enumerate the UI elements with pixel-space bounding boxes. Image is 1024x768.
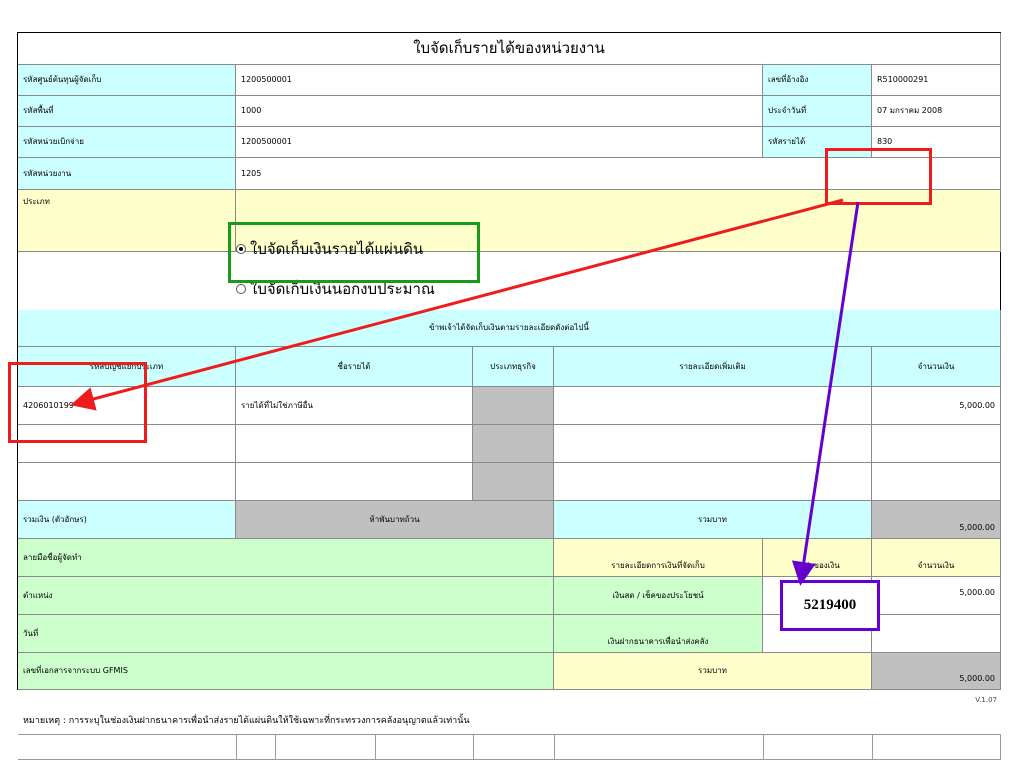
cash-amount[interactable]: 5,000.00 <box>872 577 1001 615</box>
col-more-detail: รายละเอียดเพิ่มเติม <box>554 347 872 387</box>
row2-more-detail[interactable] <box>554 425 872 463</box>
radio-unselected-icon[interactable] <box>236 284 246 294</box>
cost-center-value[interactable]: 1200500001 <box>236 65 763 96</box>
source-fund-callout: 5219400 <box>780 580 880 631</box>
form-title: ใบจัดเก็บรายได้ของหน่วยงาน <box>18 33 1001 65</box>
total-baht-label: รวมบาท <box>554 501 872 539</box>
unit-value[interactable]: 1205 <box>236 158 1001 190</box>
total-text-value: ห้าพันบาทถ้วน <box>236 501 554 539</box>
row1-more-detail[interactable] <box>554 387 872 425</box>
col-business-type: ประเภทธุรกิจ <box>473 347 554 387</box>
revenue-code-value[interactable]: 830 <box>872 127 1001 158</box>
cost-center-label: รหัสศูนย์ต้นทุนผู้จัดเก็บ <box>18 65 236 96</box>
area-value[interactable]: 1000 <box>236 96 763 127</box>
grand-total-value: 5,000.00 <box>872 653 1001 690</box>
type-label: ประเภท <box>18 190 236 252</box>
date2-label: วันที่ <box>18 615 554 653</box>
unit-label: รหัสหน่วยงาน <box>18 158 236 190</box>
row2-business-type <box>473 425 554 463</box>
version-label: V.1.07 <box>975 695 997 704</box>
row1-business-type <box>473 387 554 425</box>
total-text-label: รวมเงิน (ตัวอักษร) <box>18 501 236 539</box>
row2-revenue-name[interactable] <box>236 425 473 463</box>
bottom-grid-bottom <box>18 759 1001 760</box>
row3-business-type <box>473 463 554 501</box>
row1-account-code[interactable]: 4206010199 <box>18 387 236 425</box>
signer-label: ลายมือชื่อผู้จัดทำ <box>18 539 554 577</box>
area-label: รหัสพื้นที่ <box>18 96 236 127</box>
disburse-unit-label: รหัสหน่วยเบิกจ่าย <box>18 127 236 158</box>
revenue-code-label: รหัสรายได้ <box>763 127 872 158</box>
gfmis-label: เลขที่เอกสารจากระบบ GFMIS <box>18 653 554 690</box>
ref-no-label: เลขที่อ้างอิง <box>763 65 872 96</box>
highlight-revenue-code <box>825 148 932 205</box>
row2-amount[interactable] <box>872 425 1001 463</box>
col-revenue-name: ชื่อรายได้ <box>236 347 473 387</box>
row2-account-code[interactable] <box>18 425 236 463</box>
row3-more-detail[interactable] <box>554 463 872 501</box>
date-label: ประจำวันที่ <box>763 96 872 127</box>
grand-total-label: รวมบาท <box>554 653 872 690</box>
bottom-grid-top <box>18 734 1001 735</box>
date-value[interactable]: 07 มกราคม 2008 <box>872 96 1001 127</box>
source-label: แหล่งของเงิน <box>763 539 872 577</box>
highlight-type-option <box>228 222 480 283</box>
bank-label: เงินฝากธนาคารเพื่อนำส่งคลัง <box>554 615 763 653</box>
note-text: หมายเหตุ : การระบุในช่องเงินฝากธนาคารเพื… <box>23 715 470 726</box>
cash-label: เงินสด / เช็คของประโยชน์ <box>554 577 763 615</box>
total-baht-value: 5,000.00 <box>872 501 1001 539</box>
disburse-unit-value[interactable]: 1200500001 <box>236 127 763 158</box>
col-amount: จำนวนเงิน <box>872 347 1001 387</box>
row3-amount[interactable] <box>872 463 1001 501</box>
row3-revenue-name[interactable] <box>236 463 473 501</box>
row1-amount[interactable]: 5,000.00 <box>872 387 1001 425</box>
detail-heading: ข้าพเจ้าได้จัดเก็บเงินตามรายละเอียดดังต่… <box>18 310 1001 347</box>
ref-no-value[interactable]: R510000291 <box>872 65 1001 96</box>
highlight-account-code <box>8 362 147 443</box>
position-label: ตำแหน่ง <box>18 577 554 615</box>
collection-detail-label: รายละเอียดการเงินที่จัดเก็บ <box>554 539 763 577</box>
row1-revenue-name[interactable]: รายได้ที่ไม่ใช่ภาษีอื่น <box>236 387 473 425</box>
row3-account-code[interactable] <box>18 463 236 501</box>
bank-source[interactable] <box>763 615 872 653</box>
bank-amount[interactable] <box>872 615 1001 653</box>
amount-label: จำนวนเงิน <box>872 539 1001 577</box>
